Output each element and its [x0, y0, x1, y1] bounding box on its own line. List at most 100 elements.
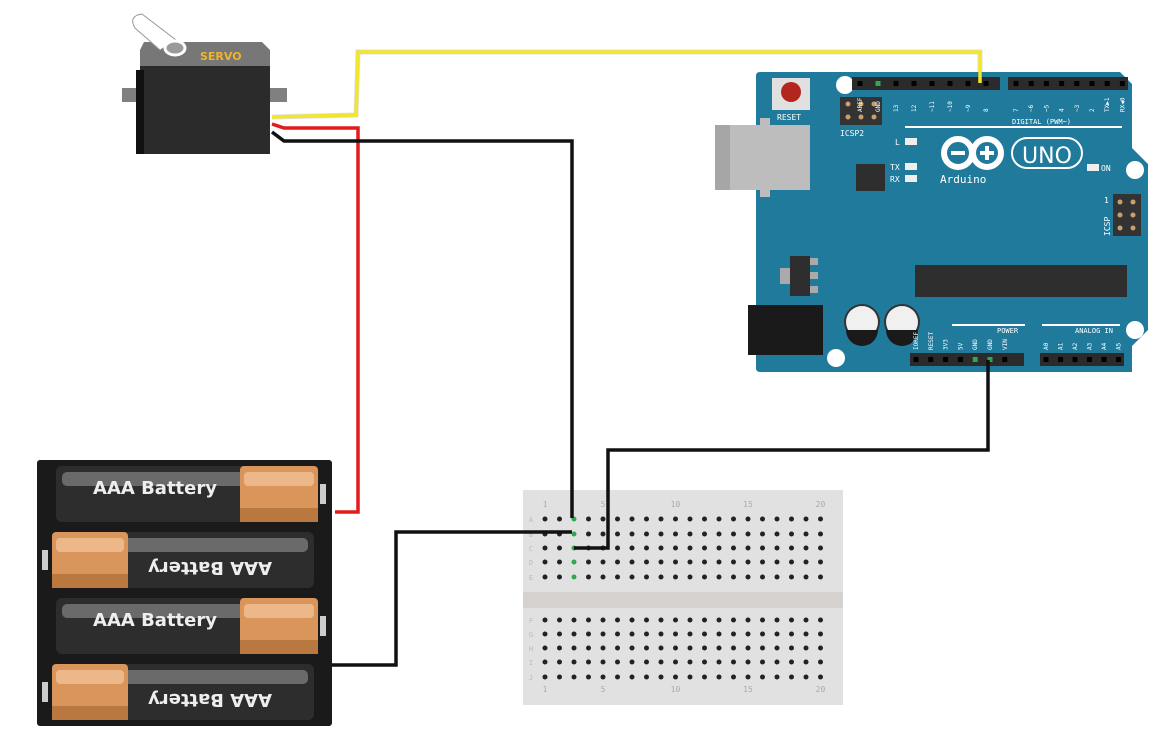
breadboard-hole[interactable] [542, 545, 548, 551]
breadboard-hole[interactable] [745, 645, 751, 651]
breadboard-hole[interactable] [615, 574, 620, 580]
breadboard-hole[interactable] [745, 559, 751, 565]
breadboard-hole[interactable] [716, 516, 722, 522]
breadboard-hole[interactable] [818, 674, 823, 680]
breadboard-hole[interactable] [600, 617, 606, 623]
header-pin[interactable] [972, 357, 978, 362]
breadboard-hole[interactable] [702, 659, 707, 665]
breadboard-hole[interactable] [557, 631, 562, 637]
breadboard-hole[interactable] [615, 545, 620, 551]
breadboard-hole[interactable] [789, 617, 794, 623]
breadboard-hole[interactable] [803, 645, 809, 651]
breadboard-hole[interactable] [760, 645, 765, 651]
breadboard-hole[interactable] [803, 559, 809, 565]
breadboard-hole[interactable] [731, 516, 736, 522]
breadboard-hole[interactable] [774, 516, 780, 522]
header-pin[interactable] [928, 357, 934, 362]
breadboard-hole[interactable] [542, 617, 548, 623]
wire-servo-signal[interactable] [271, 49, 983, 120]
breadboard-hole[interactable] [745, 545, 751, 551]
breadboard-hole[interactable] [774, 531, 780, 537]
header-pin[interactable] [1058, 357, 1063, 362]
breadboard-hole[interactable] [615, 531, 620, 537]
breadboard-hole[interactable] [789, 516, 794, 522]
breadboard-hole[interactable] [702, 531, 707, 537]
breadboard-hole[interactable] [745, 617, 751, 623]
breadboard-hole[interactable] [716, 531, 722, 537]
breadboard-hole[interactable] [542, 659, 548, 665]
breadboard-hole[interactable] [629, 645, 635, 651]
breadboard-hole[interactable] [542, 645, 548, 651]
breadboard-hole[interactable] [542, 674, 548, 680]
breadboard-hole[interactable] [789, 559, 794, 565]
breadboard-hole[interactable] [687, 631, 693, 637]
header-pin[interactable] [947, 81, 953, 86]
breadboard-hole[interactable] [615, 516, 620, 522]
breadboard-hole[interactable] [760, 545, 765, 551]
breadboard-hole[interactable] [571, 559, 577, 565]
breadboard-hole[interactable] [557, 574, 562, 580]
header-pin[interactable] [987, 357, 993, 362]
breadboard-hole[interactable] [760, 659, 765, 665]
breadboard-hole[interactable] [571, 674, 577, 680]
header-pin[interactable] [1059, 81, 1065, 86]
breadboard-hole[interactable] [687, 659, 693, 665]
breadboard-hole[interactable] [803, 516, 809, 522]
breadboard-hole[interactable] [586, 674, 591, 680]
breadboard-hole[interactable] [774, 659, 780, 665]
breadboard-hole[interactable] [687, 574, 693, 580]
breadboard-hole[interactable] [673, 574, 678, 580]
breadboard-hole[interactable] [702, 674, 707, 680]
header-pin[interactable] [1119, 81, 1125, 86]
header-pin[interactable] [1002, 357, 1008, 362]
breadboard-hole[interactable] [600, 645, 606, 651]
breadboard-hole[interactable] [803, 617, 809, 623]
breadboard-hole[interactable] [557, 617, 562, 623]
breadboard-hole[interactable] [731, 645, 736, 651]
breadboard-hole[interactable] [731, 545, 736, 551]
breadboard-hole[interactable] [745, 516, 751, 522]
breadboard-hole[interactable] [818, 516, 823, 522]
header-pin[interactable] [1072, 357, 1078, 362]
breadboard-hole[interactable] [760, 674, 765, 680]
breadboard-hole[interactable] [745, 531, 751, 537]
breadboard-hole[interactable] [818, 574, 823, 580]
breadboard-hole[interactable] [687, 545, 693, 551]
header-pin[interactable] [1101, 357, 1107, 362]
breadboard-hole[interactable] [644, 659, 649, 665]
header-pin[interactable] [913, 357, 919, 362]
header-pin[interactable] [1074, 81, 1080, 86]
breadboard-hole[interactable] [557, 674, 562, 680]
breadboard-hole[interactable] [644, 545, 649, 551]
header-pin[interactable] [1028, 81, 1034, 86]
breadboard-hole[interactable] [644, 674, 649, 680]
breadboard-hole[interactable] [658, 531, 664, 537]
breadboard-hole[interactable] [586, 631, 591, 637]
breadboard-hole[interactable] [629, 617, 635, 623]
header-pin[interactable] [893, 81, 899, 86]
breadboard-hole[interactable] [557, 545, 562, 551]
breadboard-hole[interactable] [803, 674, 809, 680]
breadboard-hole[interactable] [615, 631, 620, 637]
breadboard-hole[interactable] [542, 516, 548, 522]
breadboard-hole[interactable] [571, 574, 577, 580]
breadboard-hole[interactable] [586, 645, 591, 651]
breadboard-hole[interactable] [789, 531, 794, 537]
breadboard-hole[interactable] [687, 531, 693, 537]
breadboard-hole[interactable] [745, 674, 751, 680]
breadboard-hole[interactable] [818, 631, 823, 637]
breadboard-hole[interactable] [571, 617, 577, 623]
header-pin[interactable] [1043, 357, 1049, 362]
analog-header[interactable] [1040, 353, 1124, 366]
header-pin[interactable] [1043, 81, 1049, 86]
breadboard-hole[interactable] [803, 659, 809, 665]
breadboard-hole[interactable] [818, 559, 823, 565]
breadboard-hole[interactable] [629, 659, 635, 665]
header-pin[interactable] [1089, 81, 1095, 86]
breadboard-hole[interactable] [731, 674, 736, 680]
reset-button[interactable] [772, 78, 810, 110]
breadboard-hole[interactable] [673, 617, 678, 623]
breadboard-hole[interactable] [687, 645, 693, 651]
servo-motor[interactable]: SERVO [122, 13, 287, 154]
